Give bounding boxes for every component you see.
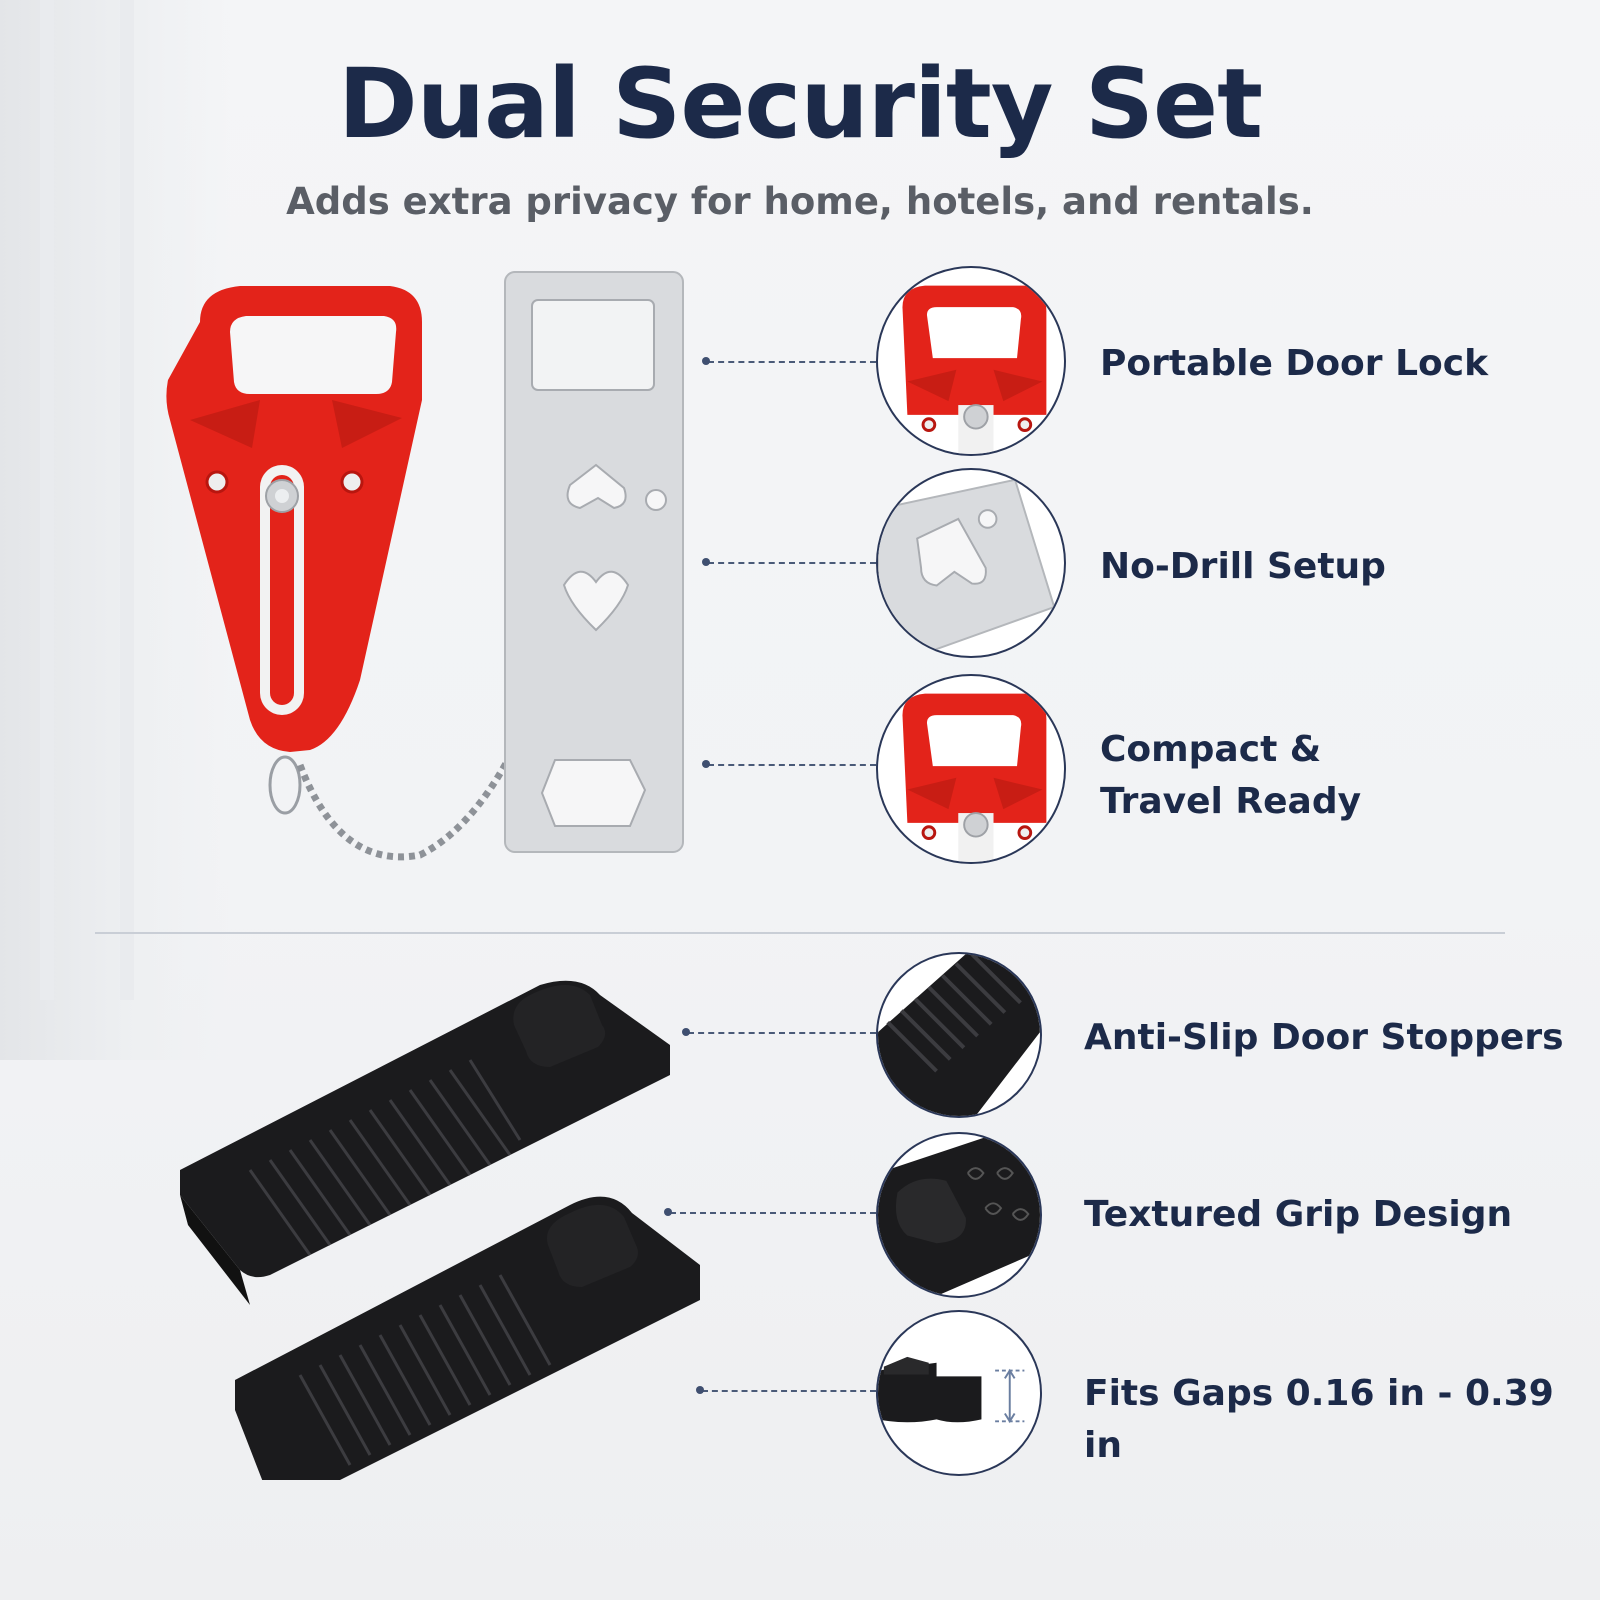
callout-dot (696, 1386, 704, 1394)
feature-label-compact-travel-ready: Compact & Travel Ready (1100, 729, 1362, 822)
door-lock-handle-icon (902, 693, 1047, 862)
callout-dot (682, 1028, 690, 1036)
door-lock-product-image (166, 271, 684, 861)
callout-leader-line (664, 1208, 876, 1216)
ridged-stopper-icon (878, 954, 1040, 1116)
callout-leader-line (696, 1386, 876, 1394)
compact-travel-ready-thumbnail (876, 674, 1066, 864)
feature-label-no-drill-setup: No-Drill Setup (1100, 546, 1386, 587)
anti-slip-stoppers-thumbnail (876, 952, 1042, 1118)
feature-label-portable-door-lock: Portable Door Lock (1100, 343, 1489, 384)
textured-grip-thumbnail (876, 1132, 1042, 1298)
window-mullion (40, 0, 54, 1000)
stopper-grip-icon (878, 1134, 1040, 1296)
window-mullion (120, 0, 134, 1000)
no-drill-setup-thumbnail (876, 468, 1066, 658)
callout-leader-line (702, 357, 876, 365)
page-title: Dual Security Set (338, 48, 1263, 160)
steel-plate-icon (878, 478, 1056, 656)
section-divider (95, 932, 1505, 934)
callout-leader-line (702, 760, 876, 768)
callout-dot (702, 760, 710, 768)
gap-fit-thumbnail (876, 1310, 1042, 1476)
portable-door-lock-thumbnail (876, 266, 1066, 456)
callout-leader-line (682, 1028, 876, 1036)
feature-label-textured-grip-design: Textured Grip Design (1084, 1194, 1513, 1235)
feature-label-fits-gaps: Fits Gaps 0.16 in - 0.39 in (1084, 1373, 1554, 1466)
background-window (0, 0, 230, 1060)
door-stoppers-product-image (180, 980, 700, 1480)
callout-leader-line (702, 558, 876, 566)
stopper-profile-icon (878, 1356, 1025, 1424)
callout-dot (664, 1208, 672, 1216)
callout-dot (702, 357, 710, 365)
page-subtitle: Adds extra privacy for home, hotels, and… (286, 180, 1314, 223)
callout-dot (702, 558, 710, 566)
door-lock-handle-icon (902, 285, 1047, 454)
feature-label-anti-slip-door-stoppers: Anti-Slip Door Stoppers (1084, 1017, 1564, 1058)
